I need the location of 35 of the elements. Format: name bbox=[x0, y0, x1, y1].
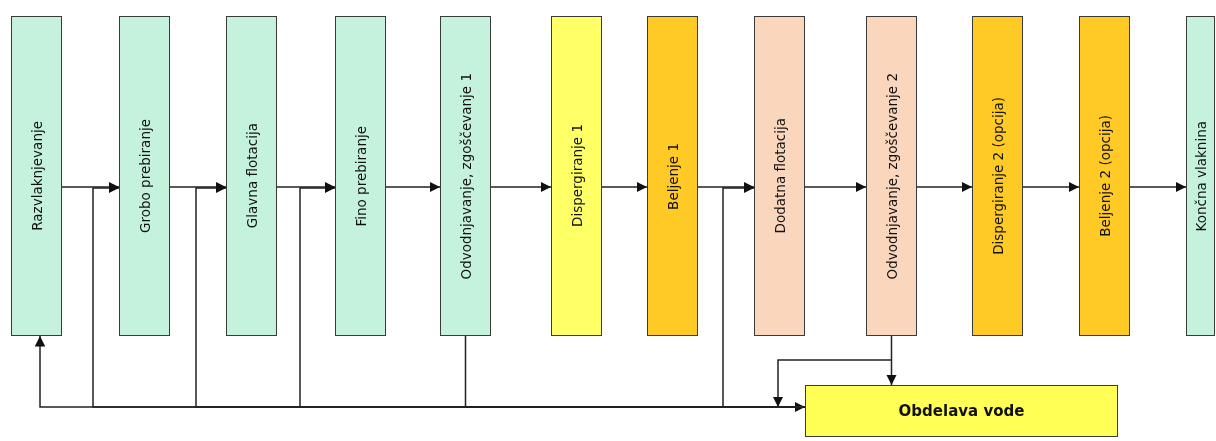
arrow bbox=[1022, 181, 1080, 193]
step-label: Odvodnjavanje, zgoščevanje 2 bbox=[883, 72, 900, 280]
step-label: Beljenje 2 (opcija) bbox=[1096, 115, 1113, 237]
process-box bbox=[647, 16, 698, 336]
process-box bbox=[440, 16, 491, 336]
step-label: Fino prebiranje bbox=[352, 125, 369, 227]
process-box bbox=[119, 16, 170, 336]
process-box bbox=[551, 16, 602, 336]
step-label: Razvlaknjevanje bbox=[28, 121, 45, 231]
step-label: Glavna flotacija bbox=[243, 123, 260, 229]
process-box bbox=[226, 16, 277, 336]
step-label: Grobo prebiranje bbox=[136, 119, 153, 233]
process-box bbox=[335, 16, 386, 336]
process-box bbox=[754, 16, 805, 336]
arrow bbox=[886, 335, 897, 386]
process-box bbox=[11, 16, 62, 336]
arrow bbox=[490, 181, 552, 193]
step-label: Odvodnjavanje, zgoščevanje 1 bbox=[457, 72, 474, 280]
step-label: Dispergiranje 2 (opcija) bbox=[989, 97, 1006, 255]
arrow bbox=[772, 359, 893, 408]
process-box bbox=[972, 16, 1023, 336]
arrow bbox=[1129, 181, 1187, 193]
arrow bbox=[601, 181, 648, 193]
step-label: Obdelava vode bbox=[898, 402, 1025, 420]
process-box bbox=[805, 385, 1118, 437]
step-label: Dispergiranje 1 bbox=[568, 124, 585, 228]
step-label: Beljenje 1 bbox=[664, 142, 681, 210]
step-label: Končna vlaknina bbox=[1192, 120, 1209, 232]
arrow bbox=[385, 181, 441, 193]
arrow bbox=[916, 181, 973, 193]
step-label: Dodatna flotacija bbox=[771, 118, 788, 234]
process-box bbox=[1079, 16, 1130, 336]
process-box bbox=[866, 16, 917, 336]
arrow bbox=[804, 181, 867, 193]
process-box bbox=[1186, 16, 1215, 336]
